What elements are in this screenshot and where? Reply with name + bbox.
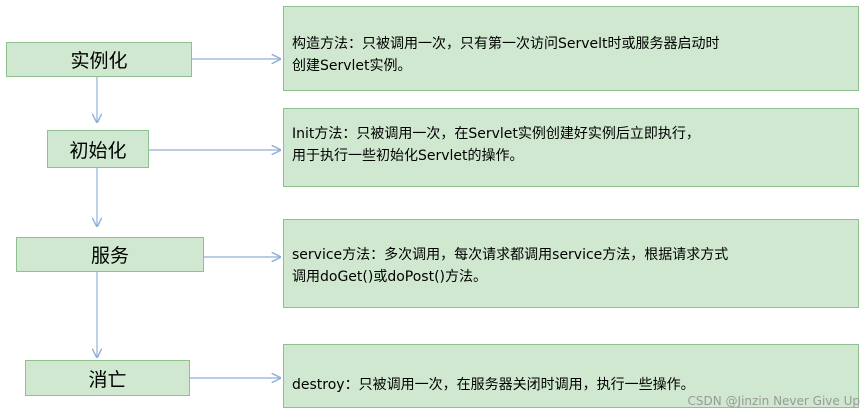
note-init-line-1: Init方法：只被调用一次，在Servlet实例创建好实例后立即执行， (292, 126, 700, 142)
watermark: CSDN @Jinzin Never Give Up (687, 394, 860, 408)
stage-destroy: 消亡 (25, 360, 190, 396)
note-service-line-2: 调用doGet()或doPost()方法。 (292, 269, 487, 285)
note-constructor: 构造方法：只被调用一次，只有第一次访问Servelt时或服务器启动时 创建Ser… (283, 6, 859, 91)
note-constructor-line-2: 创建Servlet实例。 (292, 58, 412, 74)
note-service: service方法：多次调用，每次请求都调用service方法，根据请求方式 调… (283, 219, 859, 308)
stage-service-label: 服务 (90, 245, 129, 267)
stage-instantiate-label: 实例化 (70, 50, 128, 72)
note-init: Init方法：只被调用一次，在Servlet实例创建好实例后立即执行， 用于执行… (283, 108, 859, 187)
stage-destroy-label: 消亡 (88, 368, 127, 391)
note-service-line-1: service方法：多次调用，每次请求都调用service方法，根据请求方式 (292, 247, 729, 263)
note-destroy: destroy：只被调用一次，在服务器关闭时调用，执行一些操作。 (283, 344, 859, 408)
note-init-line-2: 用于执行一些初始化Servlet的操作。 (292, 148, 524, 164)
note-constructor-line-1: 构造方法：只被调用一次，只有第一次访问Servelt时或服务器启动时 (292, 36, 720, 52)
stage-initialize: 初始化 (47, 130, 149, 168)
stage-initialize-label: 初始化 (69, 139, 127, 162)
stage-instantiate: 实例化 (6, 42, 192, 77)
note-destroy-line-1: destroy：只被调用一次，在服务器关闭时调用，执行一些操作。 (292, 377, 695, 393)
stage-service: 服务 (16, 237, 204, 272)
